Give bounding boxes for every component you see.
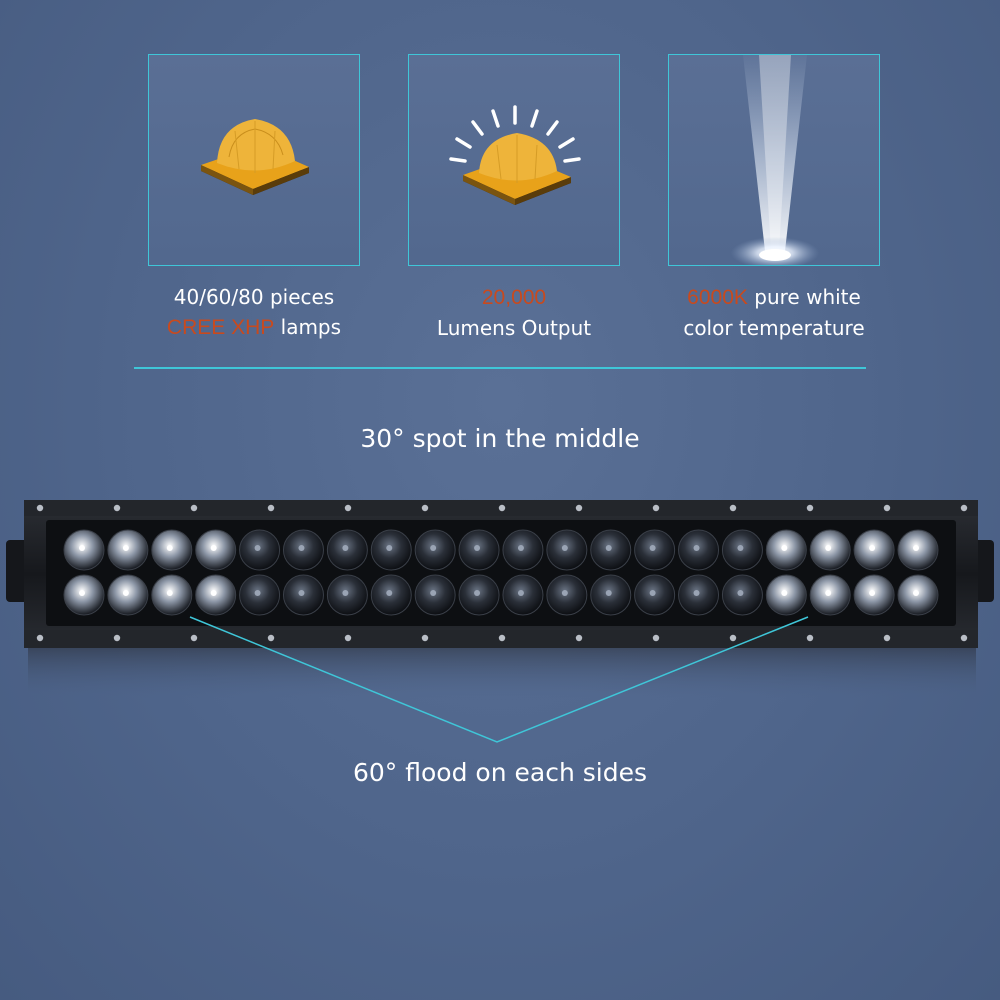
bolt xyxy=(113,504,121,512)
caption-text: Lumens Output xyxy=(436,316,592,340)
highlight-text: 20,000 xyxy=(481,286,547,309)
lens-highlight xyxy=(869,590,876,596)
feature-box-led-count xyxy=(148,54,360,266)
lens-highlight xyxy=(517,590,524,596)
caption-line: 20,000 xyxy=(384,282,644,313)
lens-highlight xyxy=(298,545,305,551)
caption-line: color temperature xyxy=(634,313,914,343)
caption-text: color temperature xyxy=(683,316,865,340)
lens-highlight xyxy=(825,545,832,551)
lens-highlight xyxy=(122,590,129,596)
bolt xyxy=(883,634,891,642)
lens-highlight xyxy=(693,590,700,596)
bolt xyxy=(421,504,429,512)
bolt xyxy=(190,634,198,642)
bolt xyxy=(190,504,198,512)
bolt xyxy=(806,634,814,642)
led-light-bar-image xyxy=(6,500,994,700)
bolt xyxy=(344,504,352,512)
caption-text: 40/60/80 pieces xyxy=(173,285,335,309)
bolt xyxy=(498,504,506,512)
lens-highlight xyxy=(430,590,437,596)
flood-beam-label: 60° flood on each sides xyxy=(353,758,647,787)
lens-highlight xyxy=(913,545,919,551)
lens-highlight xyxy=(605,545,612,551)
bolt xyxy=(806,504,814,512)
lens-highlight xyxy=(122,545,129,551)
lens-highlight xyxy=(649,590,656,596)
highlight-text: 6000K xyxy=(687,286,748,309)
lens-highlight xyxy=(561,545,568,551)
lens-highlight xyxy=(298,590,305,596)
lens-highlight xyxy=(561,590,568,596)
bolt xyxy=(652,634,660,642)
bolt xyxy=(729,504,737,512)
lens-highlight xyxy=(430,545,437,551)
feature-box-lumens xyxy=(408,54,620,266)
spot-beam-label: 30° spot in the middle xyxy=(360,424,640,453)
bolt xyxy=(421,634,429,642)
lens-highlight xyxy=(869,545,876,551)
lens-highlight xyxy=(210,590,217,596)
caption-line: Lumens Output xyxy=(384,313,644,343)
lens-highlight xyxy=(386,590,393,596)
bolt xyxy=(498,634,506,642)
feature-box-color-temp xyxy=(668,54,880,266)
lens-highlight xyxy=(781,545,788,551)
caption-text: pure white xyxy=(747,285,861,309)
lens-highlight xyxy=(693,545,700,551)
lens-highlight xyxy=(386,545,393,551)
led-chip-glow-icon xyxy=(449,105,581,205)
caption-text: lamps xyxy=(274,315,342,339)
feature-caption-lumens: 20,000 Lumens Output xyxy=(384,282,644,343)
caption-line: 6000K pure white xyxy=(634,282,914,313)
led-chip-icon xyxy=(201,119,309,195)
lens-highlight xyxy=(210,545,217,551)
lens-highlight xyxy=(737,545,744,551)
bolt xyxy=(960,634,968,642)
bolt xyxy=(575,634,583,642)
lens-highlight xyxy=(649,545,656,551)
bolt xyxy=(113,634,121,642)
lens-highlight xyxy=(166,545,173,551)
lens-highlight xyxy=(474,590,481,596)
lens-highlight xyxy=(474,545,481,551)
light-beam-icon xyxy=(731,55,819,265)
caption-line: 40/60/80 pieces xyxy=(124,282,384,312)
lens-highlight xyxy=(825,590,832,596)
bolt xyxy=(267,504,275,512)
bolt xyxy=(575,504,583,512)
highlight-text: CREE XHP xyxy=(166,316,275,339)
bolt xyxy=(267,634,275,642)
bolt xyxy=(36,634,44,642)
feature-caption-color-temp: 6000K pure white color temperature xyxy=(634,282,914,343)
bolt xyxy=(960,504,968,512)
bolt xyxy=(36,504,44,512)
lens-highlight xyxy=(517,545,524,551)
lens-highlight xyxy=(79,590,85,596)
feature-caption-led-count: 40/60/80 pieces CREE XHP lamps xyxy=(124,282,384,343)
lens-highlight xyxy=(254,590,261,596)
bolt xyxy=(652,504,660,512)
led-lens-grid xyxy=(63,529,939,616)
bolt xyxy=(344,634,352,642)
lens-highlight xyxy=(605,590,612,596)
lens-highlight xyxy=(79,545,85,551)
section-divider xyxy=(134,367,866,369)
caption-line: CREE XHP lamps xyxy=(124,312,384,343)
bolt xyxy=(883,504,891,512)
lens-highlight xyxy=(254,545,261,551)
lens-highlight xyxy=(342,545,349,551)
lens-highlight xyxy=(781,590,788,596)
lens-highlight xyxy=(913,590,919,596)
bolt xyxy=(729,634,737,642)
lens-highlight xyxy=(166,590,173,596)
lens-highlight xyxy=(737,590,744,596)
lens-highlight xyxy=(342,590,349,596)
